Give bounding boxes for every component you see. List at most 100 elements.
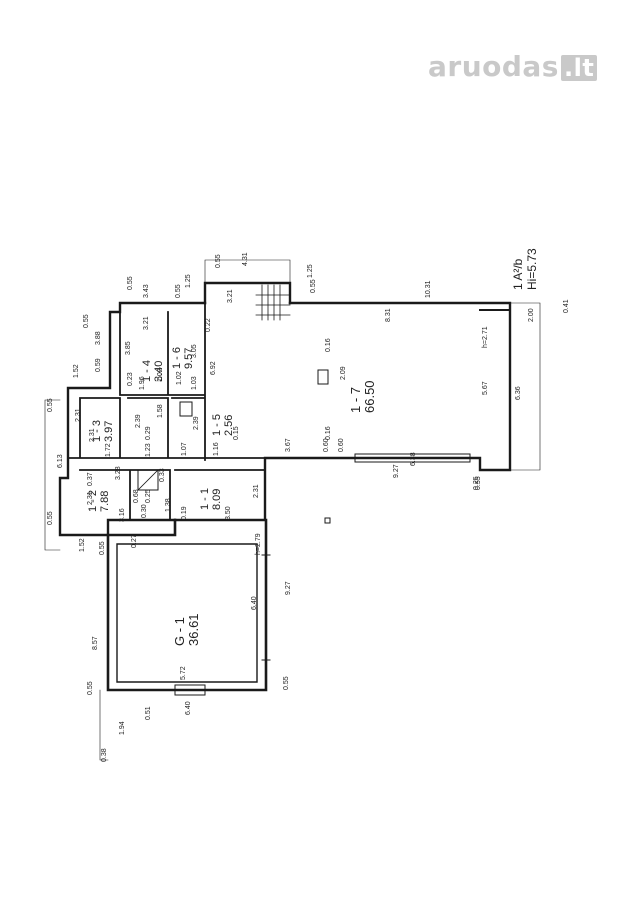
- dim-label: 3.05: [191, 344, 198, 358]
- dim-label: 2.31: [253, 484, 260, 498]
- room-1-2-id: 1 - 2: [87, 490, 99, 512]
- dim-label: 0.16: [325, 426, 332, 440]
- fixture-shower: [137, 469, 159, 491]
- room-1-7-id: 1 - 7: [348, 387, 363, 413]
- dim-label: h=2.79: [255, 533, 262, 555]
- dim-label: 1.96: [139, 376, 146, 390]
- dim-label: 1.25: [185, 274, 192, 288]
- dim-label: 0.55: [47, 398, 54, 412]
- dim-label: 2.31: [89, 428, 96, 442]
- dim-label: 0.55: [175, 284, 182, 298]
- room-1-5-id: 1 - 5: [211, 414, 223, 436]
- dimension-labels: 10.31 8.31 6.36 5.67 2.00 0.41 h=2.71 6.…: [47, 252, 570, 762]
- dim-label: 0.38: [101, 748, 108, 762]
- watermark-suffix: .lt: [560, 55, 598, 81]
- dim-label: 1.94: [119, 721, 126, 735]
- dim-label: 1.07: [181, 442, 188, 456]
- dim-label: 6.36: [515, 386, 522, 400]
- dim-label: 6.38: [410, 452, 417, 466]
- dim-label: 4.31: [242, 252, 249, 266]
- dim-label: 0.41: [563, 299, 570, 313]
- dim-label: 1.52: [73, 364, 80, 378]
- room-1-4-id: 1 - 4: [141, 360, 153, 382]
- dim-label: 3.67: [285, 438, 292, 452]
- wall-garage-inner: [116, 543, 258, 683]
- dim-label: 2.09: [340, 366, 347, 380]
- dim-label: 6.13: [57, 454, 64, 468]
- dim-label: 6.40: [185, 701, 192, 715]
- room-1-3-id: 1 - 3: [91, 420, 103, 442]
- plan-title-line2: Hi=5.73: [525, 248, 539, 290]
- dim-label: 0.55: [83, 314, 90, 328]
- fixture-boiler: [179, 401, 193, 417]
- dim-label: 1.23: [145, 443, 152, 457]
- dim-label: 0.19: [181, 506, 188, 520]
- room-1-2-label: 1 - 2 7.88: [87, 490, 111, 512]
- room-1-7-label: 1 - 7 66.50: [348, 380, 377, 413]
- dim-label: 0.68: [133, 489, 140, 503]
- dim-label: 2.39: [193, 416, 200, 430]
- dim-label: 1.03: [191, 376, 198, 390]
- dim-label: 3.85: [125, 341, 132, 355]
- room-1-2-area: 7.88: [99, 491, 111, 512]
- dim-label: 1.16: [213, 442, 220, 456]
- dim-label: 3.50: [225, 506, 232, 520]
- dim-label: 3.43: [143, 284, 150, 298]
- dim-label: 6.40: [251, 596, 258, 610]
- room-1-4-label: 1 - 4 3.40: [141, 360, 165, 382]
- dim-label: 2.31: [87, 491, 94, 505]
- room-g-1-area: 36.61: [186, 613, 201, 646]
- room-1-3-label: 1 - 3 3.97: [91, 420, 115, 442]
- dim-label: 0.55: [87, 681, 94, 695]
- dim-label: 6.92: [210, 361, 217, 375]
- plan-title-line1: 1 A²/b: [511, 258, 525, 290]
- dim-label: 3.21: [143, 316, 150, 330]
- dim-label: 2.31: [75, 408, 82, 422]
- dim-label: 3.88: [95, 331, 102, 345]
- window-marks: [174, 453, 471, 696]
- dim-label: 0.22: [205, 318, 212, 332]
- dim-label: 0.59: [95, 358, 102, 372]
- fixture-small: [324, 517, 331, 524]
- dim-label: 5.72: [180, 666, 187, 680]
- wall-partitions: [67, 302, 266, 521]
- dim-label: 0.60: [338, 438, 345, 452]
- wall-west-wing: [58, 301, 207, 537]
- room-g-1-id: G - 1: [172, 617, 187, 646]
- dim-label: 8.57: [92, 636, 99, 650]
- room-1-6-area: 9.57: [183, 348, 195, 369]
- room-1-5-label: 1 - 5 2.56: [211, 414, 235, 436]
- dim-label: 0.15: [233, 426, 240, 440]
- dim-label: 0.16: [325, 338, 332, 352]
- dim-label: 10.31: [425, 280, 432, 298]
- dim-label: 0.37: [87, 472, 94, 486]
- room-1-1-area: 8.09: [211, 489, 223, 510]
- dim-label: 5.67: [482, 381, 489, 395]
- room-1-6-label: 1 - 6 9.57: [171, 347, 195, 369]
- aruodas-watermark-logo: aruodas.lt: [428, 50, 598, 83]
- dimension-lines: [44, 259, 541, 761]
- dim-label: 0.33: [159, 468, 166, 482]
- room-1-3-area: 3.97: [103, 421, 115, 442]
- dim-label: 0.30: [141, 504, 148, 518]
- dim-label: 0.55: [283, 676, 290, 690]
- dim-label: 0.23: [127, 372, 134, 386]
- dim-label: 0.55: [47, 511, 54, 525]
- room-1-7-area: 66.50: [362, 380, 377, 413]
- dim-label: 3.21: [227, 289, 234, 303]
- stairs-icon: [255, 284, 291, 321]
- room-1-1-id: 1 - 1: [199, 488, 211, 510]
- dim-label: 0.51: [145, 706, 152, 720]
- room-1-4-area: 3.40: [153, 361, 165, 382]
- dim-label: 0.25: [473, 476, 480, 490]
- dim-label: 9.27: [285, 581, 292, 595]
- wall-top-notch: [203, 281, 292, 305]
- dim-label: h=2.71: [482, 326, 489, 348]
- dim-label: 0.55: [127, 276, 134, 290]
- dim-label: 0.29: [145, 426, 152, 440]
- room-1-6-id: 1 - 6: [171, 347, 183, 369]
- dim-label: 1.72: [105, 443, 112, 457]
- dim-label: 1.52: [79, 538, 86, 552]
- dim-label: 8.31: [385, 308, 392, 322]
